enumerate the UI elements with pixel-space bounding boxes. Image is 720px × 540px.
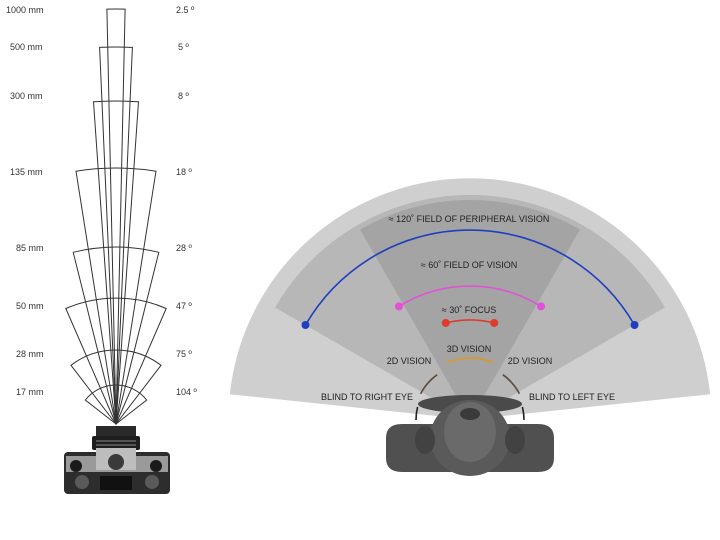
peripheral-right-dot (630, 321, 639, 329)
lens-fan-3 (75, 167, 157, 425)
peripheral-left-dot (301, 321, 310, 329)
lens-fan-6 (70, 349, 162, 425)
focal-length-300: 300 mm (10, 91, 43, 101)
angle-47: 47 º (176, 301, 193, 311)
camera-icon (64, 426, 170, 494)
human-vision-diagram: ≈ 120˚ FIELD OF PERIPHERAL VISION ≈ 60˚ … (228, 177, 712, 476)
angle-28: 28 º (176, 243, 193, 253)
field-of-vision-label: ≈ 60˚ FIELD OF VISION (421, 260, 517, 270)
lens-fan-1 (99, 46, 133, 425)
lens-fan-2 (92, 100, 140, 425)
vision-2d-right-arc (502, 374, 521, 395)
angle-2-5: 2.5 º (176, 5, 195, 15)
blind-right-eye-arc (415, 406, 419, 421)
focus-label: ≈ 30˚ FOCUS (442, 305, 496, 315)
blind-left-eye-label: BLIND TO LEFT EYE (529, 392, 615, 402)
angle-8: 8 º (178, 91, 190, 101)
vision-2d-left-label: 2D VISION (387, 356, 432, 366)
focal-length-28: 28 mm (16, 349, 44, 359)
focal-length-labels: 1000 mm 500 mm 300 mm 135 mm 85 mm 50 mm… (6, 5, 44, 397)
focal-length-135: 135 mm (10, 167, 43, 177)
vision-2d-right-label: 2D VISION (508, 356, 553, 366)
focal-length-500: 500 mm (10, 42, 43, 52)
peripheral-vision-arc (304, 229, 636, 326)
focal-length-17: 17 mm (16, 387, 44, 397)
angle-5: 5 º (178, 42, 190, 52)
lens-angle-diagram: 1000 mm 500 mm 300 mm 135 mm 85 mm 50 mm… (6, 5, 198, 494)
lens-fan-0 (106, 8, 126, 425)
focus-right-dot (490, 318, 499, 327)
lens-fan-5 (65, 297, 167, 426)
angle-104: 104 º (176, 387, 198, 397)
field-of-vision-arc (398, 285, 542, 308)
head-top-view-icon (386, 395, 554, 476)
focus-left-dot (441, 318, 450, 327)
vision-2d-left-arc (419, 374, 438, 395)
peripheral-vision-label: ≈ 120˚ FIELD OF PERIPHERAL VISION (389, 214, 550, 224)
angle-labels: 2.5 º 5 º 8 º 18 º 28 º 47 º 75 º 104 º (176, 5, 198, 397)
vision-3d-arc (446, 357, 494, 364)
blind-right-eye-label: BLIND TO RIGHT EYE (321, 392, 413, 402)
focal-length-1000: 1000 mm (6, 5, 44, 15)
vision-3d-label: 3D VISION (447, 344, 492, 354)
field-right-dot (537, 302, 546, 311)
focal-length-85: 85 mm (16, 243, 44, 253)
angle-18: 18 º (176, 167, 193, 177)
angle-75: 75 º (176, 349, 193, 359)
lens-fan-7 (84, 384, 148, 425)
blind-left-eye-arc (521, 406, 525, 421)
focus-fan (360, 200, 580, 420)
focal-length-50: 50 mm (16, 301, 44, 311)
field-left-dot (394, 302, 403, 311)
lens-fan-4 (72, 246, 160, 425)
lens-fans (65, 8, 167, 426)
